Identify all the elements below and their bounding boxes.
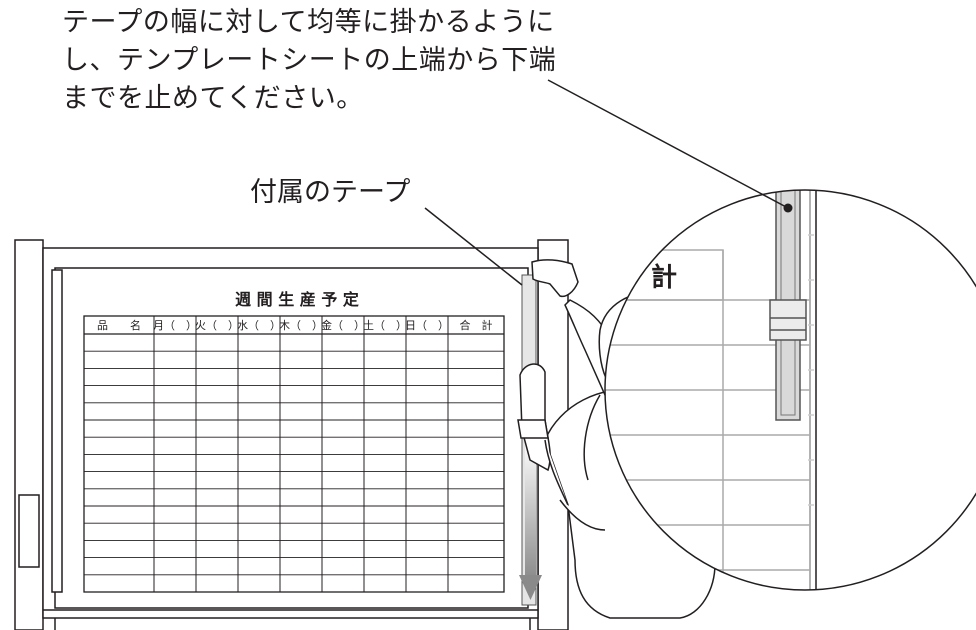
tape-callout-label: 付属のテープ xyxy=(250,177,411,208)
instruction-leader-dot xyxy=(783,203,793,213)
table-header-cell: 月（ ） xyxy=(153,319,197,332)
tape-leader-line xyxy=(424,207,523,286)
left-post-panel xyxy=(18,494,40,568)
down-arrow xyxy=(519,440,542,600)
zoom-cell-label: 計 xyxy=(651,262,677,293)
left-post xyxy=(14,239,44,630)
table-header-cell: 土（ ） xyxy=(363,319,407,332)
instruction-line-3: までを止めてください。 xyxy=(62,83,364,114)
instruction-leader-line xyxy=(547,79,789,209)
instruction-text: テープの幅に対して均等に掛かるように し、テンプレートシートの上端から下端 まで… xyxy=(62,4,556,118)
template-sheet: 週 間 生 産 予 定 品 名月（ ）火（ ）水（ ）木（ ）金（ ）土（ ）日… xyxy=(83,290,505,593)
template-title: 週 間 生 産 予 定 xyxy=(235,290,359,309)
table-header-cell: 火（ ） xyxy=(195,319,239,332)
zoom-circle xyxy=(604,189,976,591)
left-tray xyxy=(51,269,63,593)
leader-lines xyxy=(424,79,793,286)
table-header-cell: 合 計 xyxy=(460,318,493,332)
template-table: 品 名月（ ）火（ ）水（ ）木（ ）金（ ）土（ ）日（ ） 合 計 xyxy=(83,315,505,593)
table-header-cell: 日（ ） xyxy=(405,319,449,332)
table-header-cell: 金（ ） xyxy=(321,318,365,332)
instruction-line-2: し、テンプレートシートの上端から下端 xyxy=(62,45,557,76)
table-header-cell: 品 名 xyxy=(97,318,141,332)
table-header-cell: 木（ ） xyxy=(279,319,323,332)
instruction-line-1: テープの幅に対して均等に掛かるように xyxy=(62,7,555,38)
table-header-cell: 水（ ） xyxy=(237,319,281,332)
